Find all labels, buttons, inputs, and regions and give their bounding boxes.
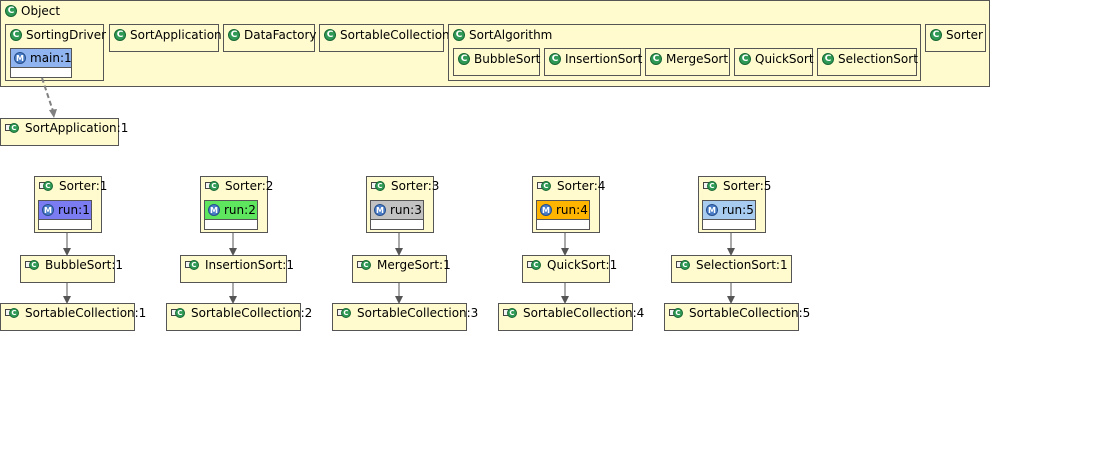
class-icon: C — [453, 29, 465, 41]
instance-collection[interactable]: C SortableCollection:3 — [332, 303, 478, 331]
class-selectionsort-label: SelectionSort — [838, 52, 918, 66]
instance-algorithm-label: BubbleSort:1 — [45, 258, 124, 272]
class-icon: C — [930, 29, 942, 41]
class-object-label: Object — [21, 4, 61, 18]
instance-collection-label: SortableCollection:4 — [523, 306, 645, 320]
method-icon: M — [706, 204, 718, 216]
object-icon: C — [25, 259, 41, 271]
class-mergesort-label: MergeSort — [666, 52, 729, 66]
class-sortingdriver-label: SortingDriver — [26, 28, 107, 42]
class-datafactory[interactable]: C DataFactory — [223, 24, 317, 52]
class-sorter[interactable]: C Sorter — [925, 24, 986, 52]
object-icon: C — [703, 180, 719, 192]
instance-collection-label: SortableCollection:3 — [357, 306, 479, 320]
class-sorter-label: Sorter — [946, 28, 983, 42]
object-icon: C — [527, 259, 543, 271]
class-icon: C — [10, 29, 22, 41]
class-bubblesort[interactable]: C BubbleSort — [453, 48, 540, 76]
instance-collection-label: SortableCollection:1 — [25, 306, 147, 320]
class-quicksort-label: QuickSort — [755, 52, 814, 66]
method-icon: M — [14, 52, 26, 64]
instance-algorithm[interactable]: C QuickSort:1 — [522, 255, 617, 283]
instance-collection-label: SortableCollection:2 — [191, 306, 313, 320]
class-icon: C — [549, 53, 561, 65]
dependency-arrow — [41, 77, 54, 112]
instance-sorter-label: Sorter:2 — [225, 179, 274, 193]
object-icon: C — [5, 122, 21, 134]
instance-collection[interactable]: C SortableCollection:4 — [498, 303, 644, 331]
class-sortablecollection[interactable]: C SortableCollection — [319, 24, 450, 52]
object-icon: C — [171, 307, 187, 319]
instance-sorter-label: Sorter:3 — [391, 179, 440, 193]
object-icon: C — [371, 180, 387, 192]
object-icon: C — [5, 307, 21, 319]
instance-sorter-label: Sorter:1 — [59, 179, 108, 193]
method-run-label: run:5 — [722, 203, 754, 217]
instance-algorithm[interactable]: C MergeSort:1 — [352, 255, 451, 283]
class-insertionsort-label: InsertionSort — [565, 52, 643, 66]
object-icon: C — [205, 180, 221, 192]
class-icon: C — [114, 29, 126, 41]
method-icon: M — [42, 204, 54, 216]
instance-algorithm-label: MergeSort:1 — [377, 258, 451, 272]
class-icon: C — [650, 53, 662, 65]
instance-algorithm[interactable]: C InsertionSort:1 — [180, 255, 294, 283]
dependency-arrow-head — [49, 109, 57, 118]
class-bubblesort-label: BubbleSort — [474, 52, 541, 66]
instance-algorithm-label: SelectionSort:1 — [696, 258, 788, 272]
class-sortablecollection-label: SortableCollection — [340, 28, 450, 42]
instance-collection[interactable]: C SortableCollection:5 — [664, 303, 810, 331]
class-quicksort[interactable]: C QuickSort — [734, 48, 814, 76]
instance-algorithm-label: QuickSort:1 — [547, 258, 618, 272]
instance-algorithm[interactable]: C BubbleSort:1 — [20, 255, 123, 283]
class-mergesort[interactable]: C MergeSort — [645, 48, 730, 76]
class-icon: C — [5, 5, 17, 17]
method-icon: M — [374, 204, 386, 216]
instance-collection[interactable]: C SortableCollection:1 — [0, 303, 146, 331]
object-icon: C — [337, 307, 353, 319]
instance-sorter-label: Sorter:5 — [723, 179, 772, 193]
method-run-label: run:3 — [390, 203, 422, 217]
object-icon: C — [357, 259, 373, 271]
instance-sortapplication[interactable]: C SortApplication:1 — [0, 118, 128, 146]
object-icon: C — [185, 259, 201, 271]
class-sortalgorithm-label: SortAlgorithm — [469, 28, 553, 42]
instance-collection-label: SortableCollection:5 — [689, 306, 811, 320]
instance-collection[interactable]: C SortableCollection:2 — [166, 303, 312, 331]
class-icon: C — [822, 53, 834, 65]
class-insertionsort[interactable]: C InsertionSort — [544, 48, 643, 76]
method-icon: M — [208, 204, 220, 216]
instance-sortapplication-label: SortApplication:1 — [25, 121, 129, 135]
class-icon: C — [739, 53, 751, 65]
instance-algorithm[interactable]: C SelectionSort:1 — [671, 255, 792, 283]
class-icon: C — [458, 53, 470, 65]
call-arrows — [63, 232, 735, 304]
object-icon: C — [676, 259, 692, 271]
object-icon: C — [537, 180, 553, 192]
class-sortapplication[interactable]: C SortApplication — [109, 24, 222, 52]
method-main-label: main:1 — [30, 51, 72, 65]
object-icon: C — [669, 307, 685, 319]
method-run-label: run:4 — [556, 203, 588, 217]
class-sortapplication-label: SortApplication — [130, 28, 222, 42]
method-run-label: run:1 — [58, 203, 90, 217]
method-main[interactable]: M main:1 — [10, 48, 72, 68]
instance-algorithm-label: InsertionSort:1 — [205, 258, 294, 272]
class-datafactory-label: DataFactory — [244, 28, 317, 42]
object-icon: C — [503, 307, 519, 319]
instance-sorter-label: Sorter:4 — [557, 179, 606, 193]
object-icon: C — [39, 180, 55, 192]
class-icon: C — [324, 29, 336, 41]
class-icon: C — [228, 29, 240, 41]
class-selectionsort[interactable]: C SelectionSort — [817, 48, 918, 76]
method-icon: M — [540, 204, 552, 216]
method-run-label: run:2 — [224, 203, 256, 217]
